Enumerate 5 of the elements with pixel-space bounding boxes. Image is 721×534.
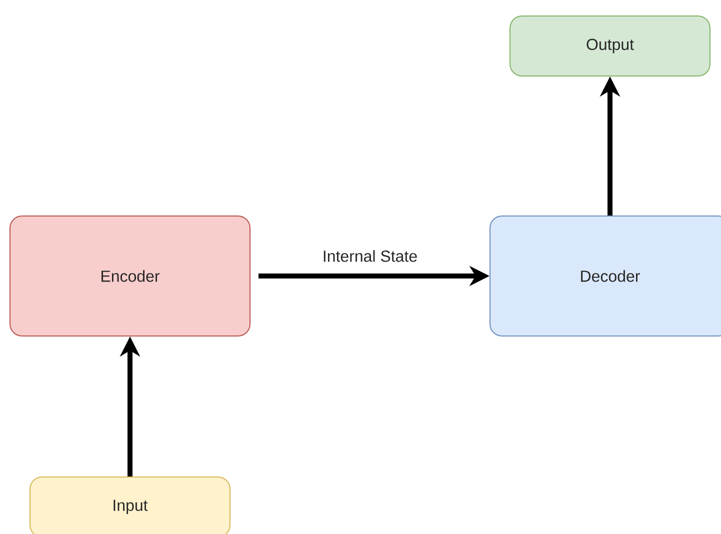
process-box: Input bbox=[30, 476, 230, 534]
edge-label: Internal State bbox=[321, 249, 419, 263]
process-box: Encoder bbox=[10, 216, 250, 336]
process-box: Output bbox=[510, 16, 710, 76]
process-box: Decoder bbox=[490, 216, 721, 336]
